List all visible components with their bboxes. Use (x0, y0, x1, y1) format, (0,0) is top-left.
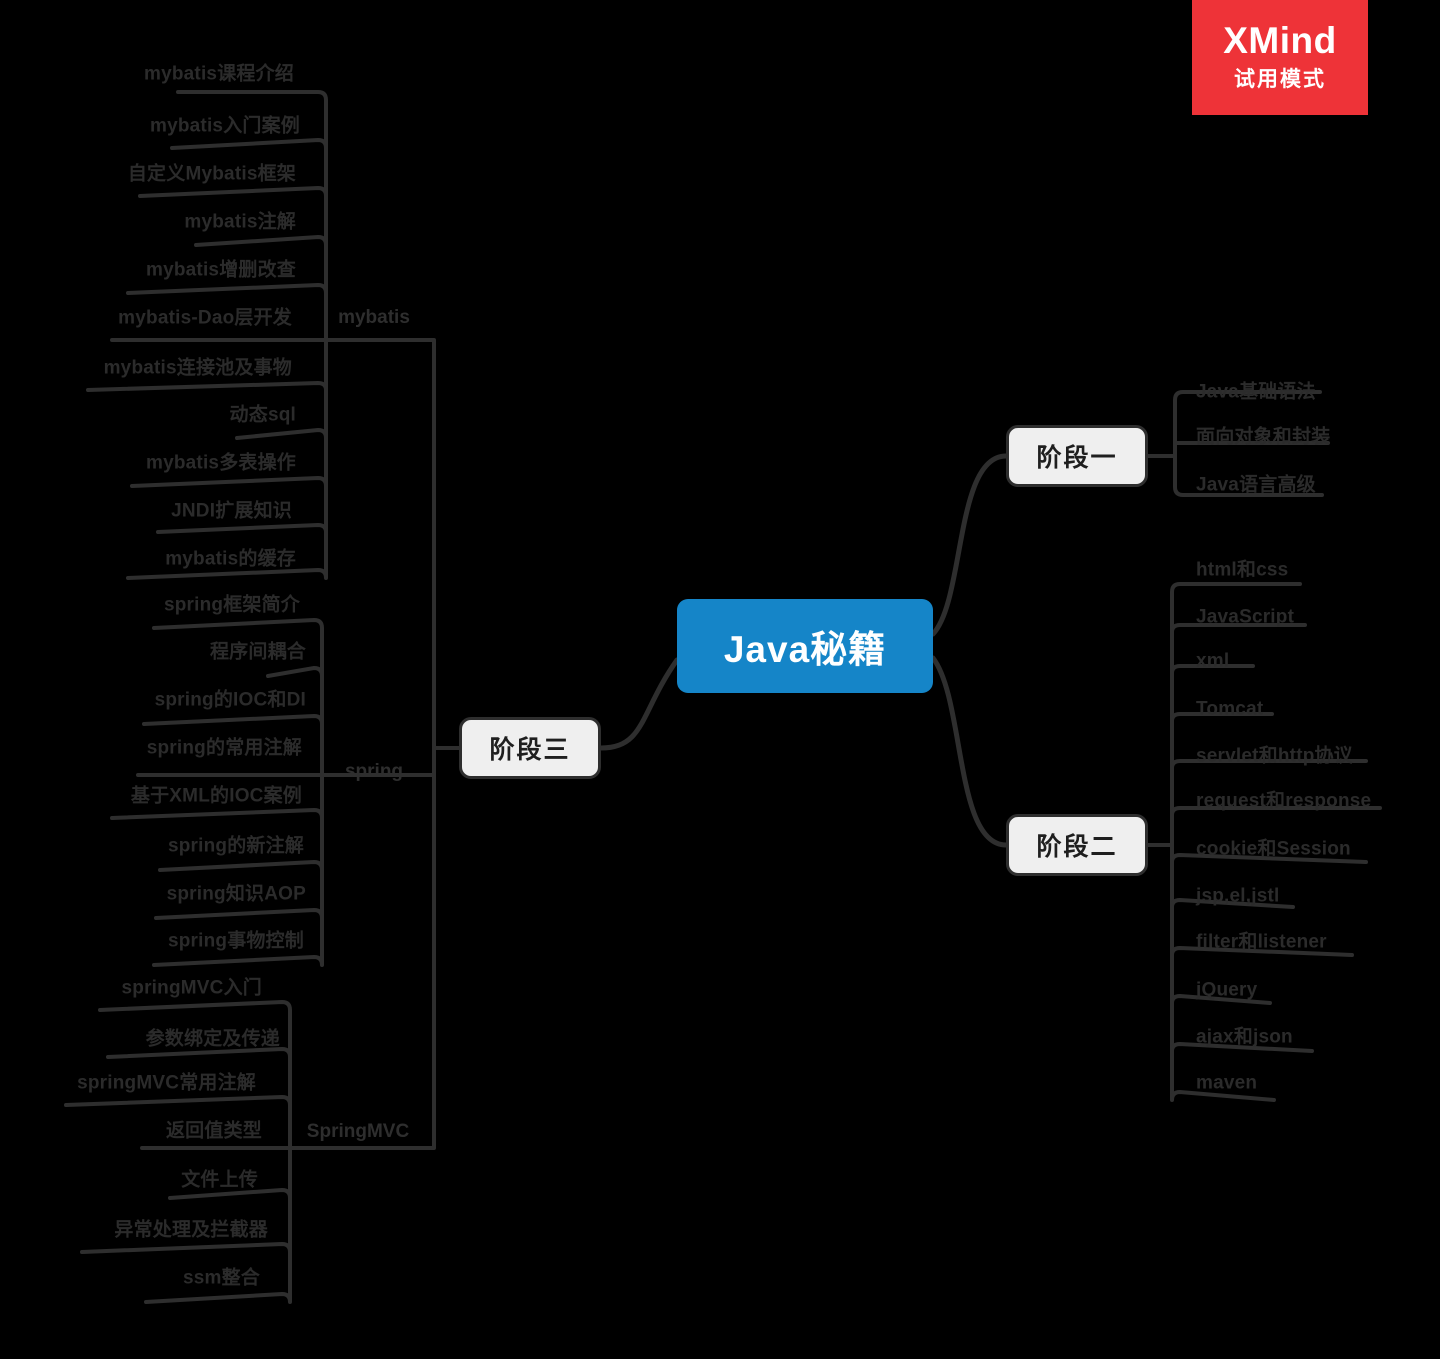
topic-spring-0[interactable]: spring框架简介 (163, 594, 300, 616)
topic-stage2-6[interactable]: cookie和Session (1196, 838, 1351, 860)
topic-spring-6[interactable]: spring知识AOP (166, 883, 306, 905)
stage-node-3[interactable]: 阶段三 (459, 717, 601, 779)
topic-mybatis-8[interactable]: mybatis多表操作 (145, 452, 296, 474)
topic-spring-5[interactable]: spring的新注解 (167, 835, 304, 857)
topic-spring-7[interactable]: spring事物控制 (167, 930, 304, 952)
topic-mybatis-2[interactable]: 自定义Mybatis框架 (127, 163, 296, 185)
branch-label-mybatis[interactable]: mybatis (338, 307, 410, 328)
topic-mybatis-3[interactable]: mybatis注解 (184, 211, 296, 233)
watermark-subtitle: 试用模式 (1234, 68, 1326, 92)
topic-springmvc-4[interactable]: 文件上传 (181, 1169, 258, 1191)
topic-mybatis-6[interactable]: mybatis连接池及事物 (103, 357, 292, 379)
topic-spring-3[interactable]: spring的常用注解 (146, 737, 302, 759)
topic-stage2-3[interactable]: Tomcat (1196, 698, 1264, 720)
stage-node-1[interactable]: 阶段一 (1006, 425, 1148, 487)
topic-stage2-10[interactable]: ajax和json (1196, 1026, 1293, 1048)
topic-mybatis-9[interactable]: JNDI扩展知识 (171, 500, 292, 522)
topic-stage1-0[interactable]: Java基础语法 (1196, 381, 1316, 403)
topic-mybatis-0[interactable]: mybatis课程介绍 (143, 63, 294, 85)
topic-springmvc-6[interactable]: ssm整合 (182, 1267, 260, 1289)
topic-stage1-2[interactable]: Java语言高级 (1196, 474, 1316, 496)
topic-spring-1[interactable]: 程序间耦合 (209, 641, 306, 663)
topic-stage2-0[interactable]: html和css (1196, 559, 1289, 581)
root-node[interactable]: Java秘籍 (677, 599, 933, 693)
topic-stage2-9[interactable]: jQuery (1196, 979, 1258, 1001)
topic-springmvc-5[interactable]: 异常处理及拦截器 (114, 1219, 268, 1241)
topic-mybatis-4[interactable]: mybatis增删改查 (145, 259, 296, 281)
topic-stage2-8[interactable]: filter和listener (1196, 931, 1327, 953)
topic-stage1-1[interactable]: 面向对象和封装 (1196, 426, 1331, 448)
topic-stage2-5[interactable]: request和response (1196, 790, 1372, 812)
topic-springmvc-0[interactable]: springMVC入门 (121, 977, 262, 999)
xmind-watermark-badge: XMind 试用模式 (1192, 0, 1368, 115)
branch-label-springmvc[interactable]: SpringMVC (306, 1121, 410, 1142)
stage-node-2[interactable]: 阶段二 (1006, 814, 1148, 876)
topic-mybatis-10[interactable]: mybatis的缓存 (165, 548, 296, 570)
topic-stage2-4[interactable]: servlet和http协议 (1196, 745, 1353, 767)
watermark-title: XMind (1223, 19, 1337, 61)
topic-stage2-11[interactable]: maven (1196, 1072, 1258, 1094)
topic-mybatis-7[interactable]: 动态sql (229, 404, 296, 426)
topic-springmvc-1[interactable]: 参数绑定及传递 (145, 1028, 280, 1050)
branch-label-spring[interactable]: spring (344, 761, 404, 782)
topic-mybatis-1[interactable]: mybatis入门案例 (149, 115, 300, 137)
topic-spring-4[interactable]: 基于XML的IOC案例 (130, 785, 302, 807)
topic-stage2-7[interactable]: jsp,el,jstl (1196, 885, 1280, 907)
topic-mybatis-5[interactable]: mybatis-Dao层开发 (118, 307, 292, 329)
topic-stage2-2[interactable]: xml (1196, 650, 1230, 672)
topic-springmvc-3[interactable]: 返回值类型 (165, 1120, 262, 1142)
topic-springmvc-2[interactable]: springMVC常用注解 (77, 1072, 256, 1094)
topic-spring-2[interactable]: spring的IOC和DI (154, 689, 306, 711)
topic-stage2-1[interactable]: JavaScript (1196, 606, 1295, 628)
